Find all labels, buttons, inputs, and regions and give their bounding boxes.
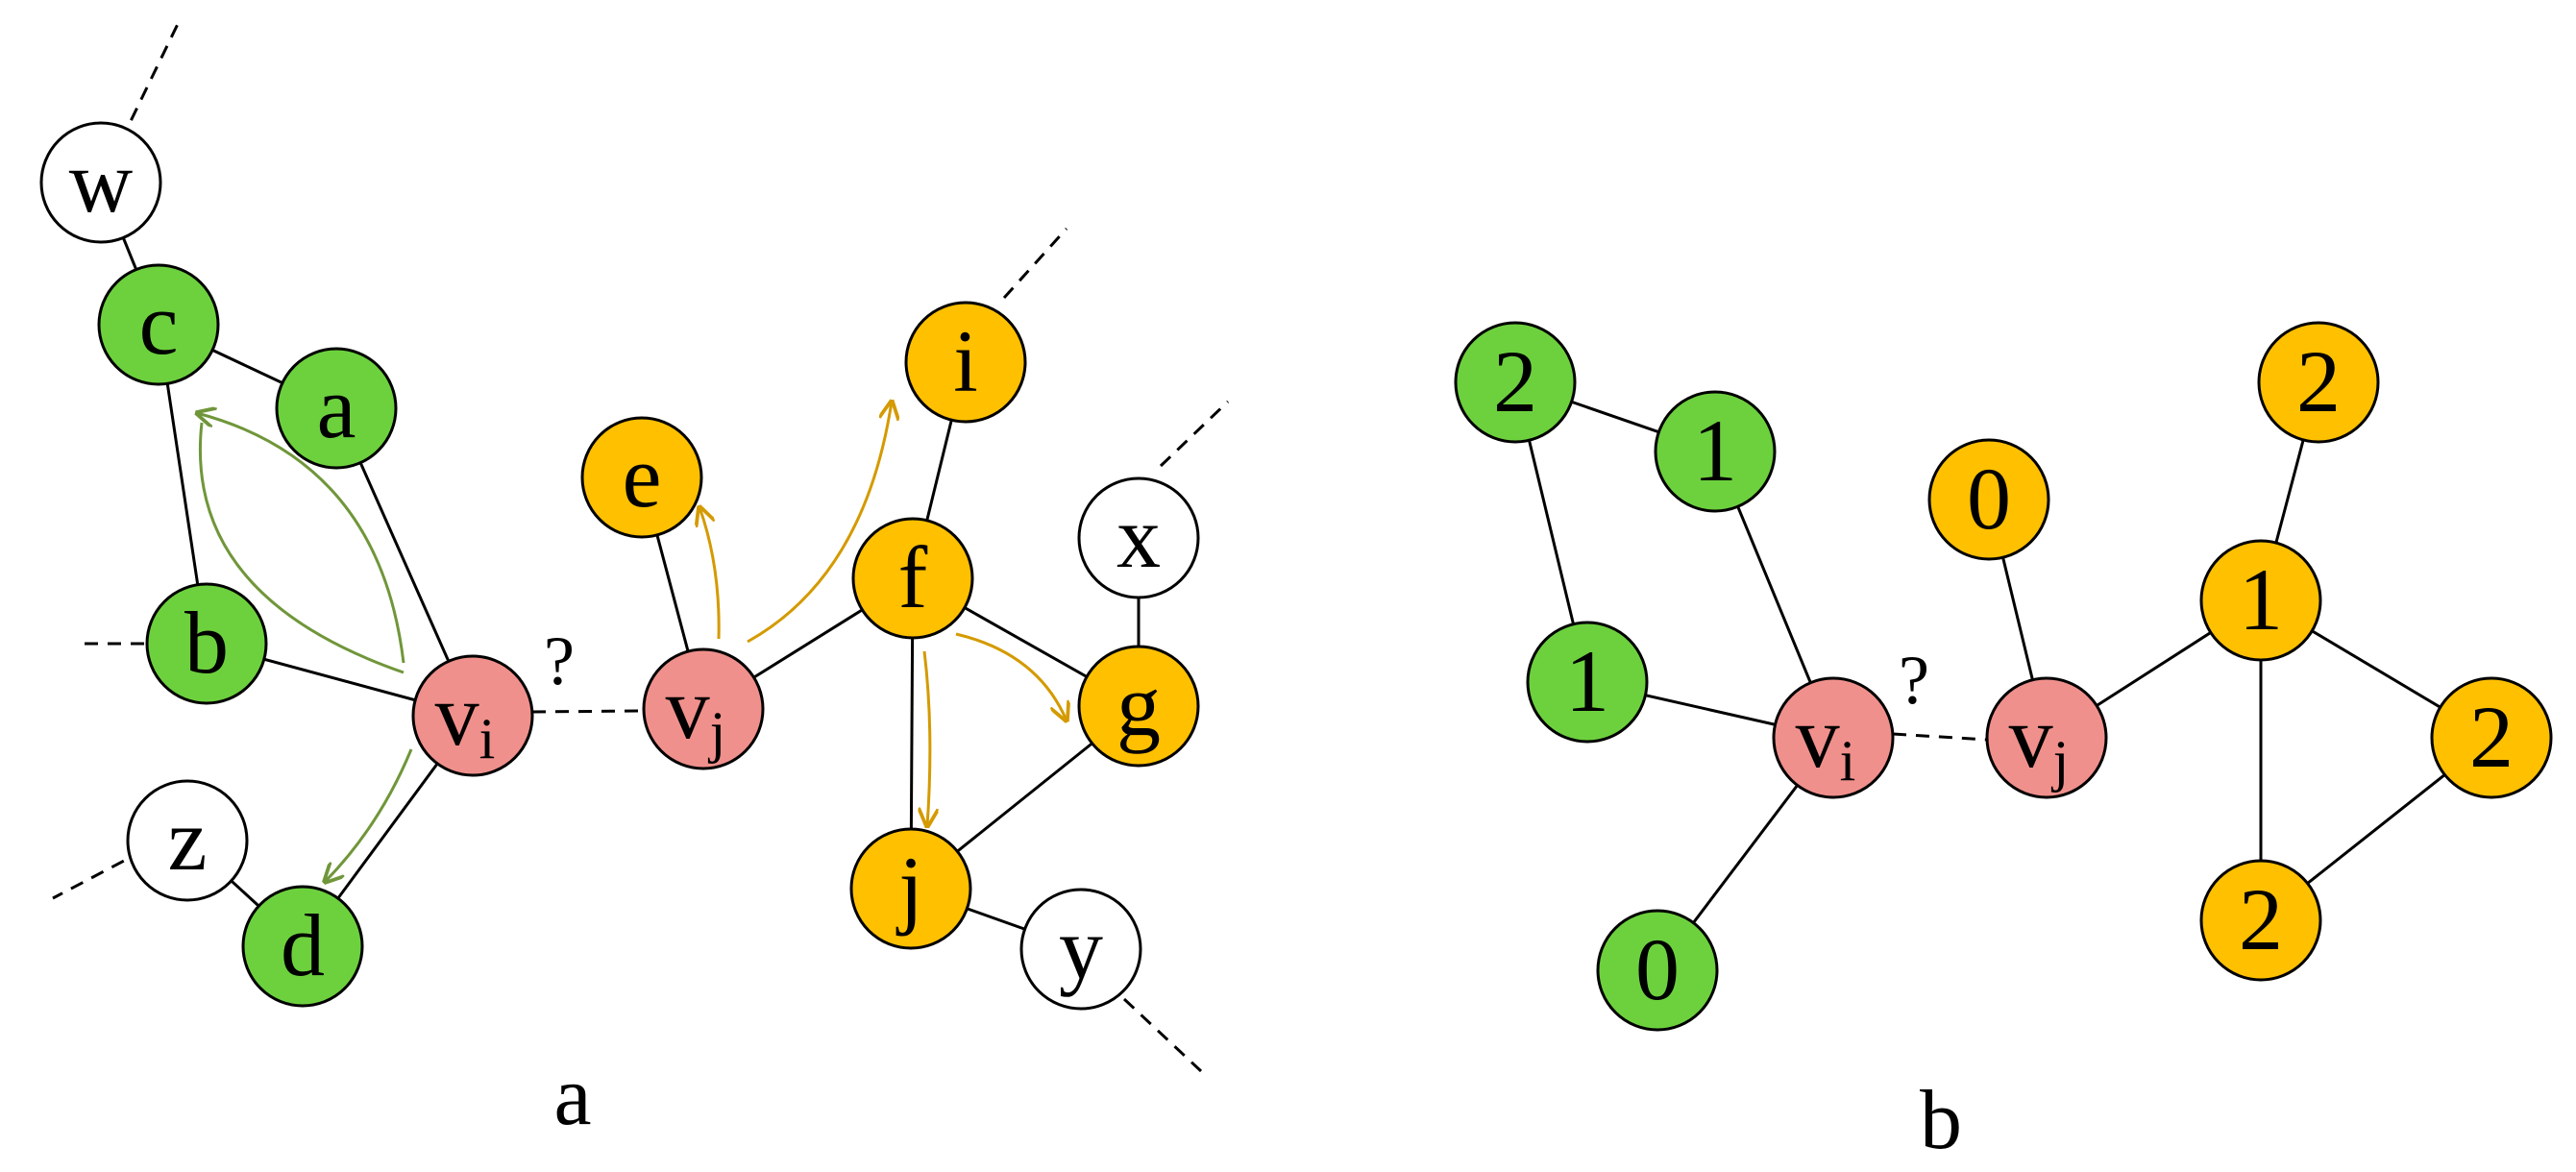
propagation-arrow-vj-to-e: [699, 507, 721, 640]
propagation-arrow-f-to-j: [924, 650, 930, 826]
text-layer: ? ? a b: [544, 623, 1962, 1167]
node-label-b-n2b: 2: [2296, 332, 2341, 430]
node-b-n2d: 2: [2199, 859, 2322, 982]
panel-label-a: a: [553, 1050, 591, 1143]
node-a-e: e: [580, 416, 703, 539]
node-label-b-n1b: 1: [1565, 632, 1609, 730]
node-circle-b-n2a: [1454, 321, 1577, 444]
panel-label-b: b: [1920, 1074, 1962, 1167]
node-label-b-n2a: 2: [1493, 332, 1537, 430]
propagation-arrow-vj-to-i: [747, 402, 892, 644]
node-circle-a-g: [1077, 645, 1200, 768]
node-circle-b-vi: [1772, 676, 1895, 799]
node-circle-b-n2d: [2199, 859, 2322, 982]
node-circle-b-n2c: [2430, 676, 2553, 799]
node-label-a-i: i: [953, 312, 978, 410]
node-label-b-n0b: 0: [1967, 450, 2011, 548]
node-label-b-n1c: 1: [2239, 550, 2283, 648]
dashed-edge-b-vi-vj: [1892, 732, 1988, 742]
open-edge-a-i: [1002, 227, 1068, 300]
node-a-y: y: [1019, 888, 1142, 1011]
node-label-a-d: d: [281, 896, 325, 994]
node-label-b-n0a: 0: [1635, 920, 1680, 1018]
question-mark-b: ?: [1899, 642, 1929, 719]
node-a-vi: vi: [411, 654, 534, 777]
node-circle-b-n1c: [2199, 539, 2322, 662]
node-circle-b-n0b: [1927, 438, 2050, 561]
node-circle-a-z: [126, 779, 249, 902]
node-label-a-c: c: [139, 275, 179, 373]
node-label-a-w: w: [69, 133, 134, 231]
node-circle-a-c: [97, 263, 220, 386]
node-b-n1b: 1: [1526, 621, 1649, 744]
node-circle-a-f: [851, 517, 974, 640]
node-circle-a-vi: [411, 654, 534, 777]
node-a-j: j: [849, 827, 972, 950]
node-circle-b-n0a: [1596, 909, 1719, 1032]
node-label-b-n2d: 2: [2239, 870, 2283, 968]
node-label-a-x: x: [1116, 488, 1161, 586]
node-label-a-y: y: [1059, 899, 1103, 997]
node-circle-b-n1b: [1526, 621, 1649, 744]
open-edge-a-z: [52, 848, 145, 900]
arrow-layer: [197, 402, 1067, 882]
node-circle-b-n2b: [2257, 321, 2380, 444]
node-a-a: a: [275, 347, 398, 470]
question-mark-a: ?: [544, 623, 575, 699]
node-a-d: d: [241, 885, 364, 1008]
edge-layer: [52, 23, 2492, 1073]
node-b-n1a: 1: [1654, 390, 1777, 513]
node-label-b-n2c: 2: [2469, 688, 2514, 786]
node-a-w: w: [39, 121, 162, 244]
node-circle-a-d: [241, 885, 364, 1008]
node-b-n2a: 2: [1454, 321, 1577, 444]
propagation-arrow-vi-to-c: [197, 413, 405, 664]
dashed-edge-a-vi-vj: [531, 709, 645, 714]
node-b-n2b: 2: [2257, 321, 2380, 444]
node-circle-a-b: [145, 582, 268, 705]
node-a-g: g: [1077, 645, 1200, 768]
node-a-b: b: [145, 582, 268, 705]
node-circle-a-e: [580, 416, 703, 539]
open-edge-a-y: [1122, 997, 1203, 1073]
node-circle-a-y: [1019, 888, 1142, 1011]
propagation-arrow-c-to-vi: [199, 422, 405, 674]
propagation-arrow-f-to-g: [955, 632, 1067, 720]
node-circle-a-i: [904, 301, 1027, 424]
node-label-b-n1a: 1: [1693, 402, 1737, 500]
node-b-vj: vj: [1985, 676, 2108, 799]
node-b-n2c: 2: [2430, 676, 2553, 799]
node-b-vi: vi: [1772, 676, 1895, 799]
node-a-x: x: [1077, 476, 1200, 599]
node-b-n0b: 0: [1927, 438, 2050, 561]
node-a-i: i: [904, 301, 1027, 424]
node-circle-b-n1a: [1654, 390, 1777, 513]
open-edge-a-x: [1159, 400, 1230, 468]
node-label-a-b: b: [184, 594, 229, 692]
node-circle-a-a: [275, 347, 398, 470]
node-circle-b-vj: [1985, 676, 2108, 799]
node-circle-a-j: [849, 827, 972, 950]
node-label-a-z: z: [168, 791, 208, 889]
node-a-f: f: [851, 517, 974, 640]
node-label-a-e: e: [623, 427, 662, 525]
node-label-a-f: f: [898, 528, 928, 626]
node-label-a-g: g: [1116, 656, 1161, 754]
propagation-arrow-vi-to-d: [325, 748, 413, 882]
node-circle-a-x: [1077, 476, 1200, 599]
node-a-z: z: [126, 779, 249, 902]
node-circle-a-vj: [642, 647, 765, 770]
node-label-a-a: a: [317, 358, 356, 456]
node-b-n1c: 1: [2199, 539, 2322, 662]
node-a-vj: vj: [642, 647, 765, 770]
node-a-c: c: [97, 263, 220, 386]
node-circle-a-w: [39, 121, 162, 244]
node-label-a-j: j: [895, 839, 923, 937]
node-b-n0a: 0: [1596, 909, 1719, 1032]
